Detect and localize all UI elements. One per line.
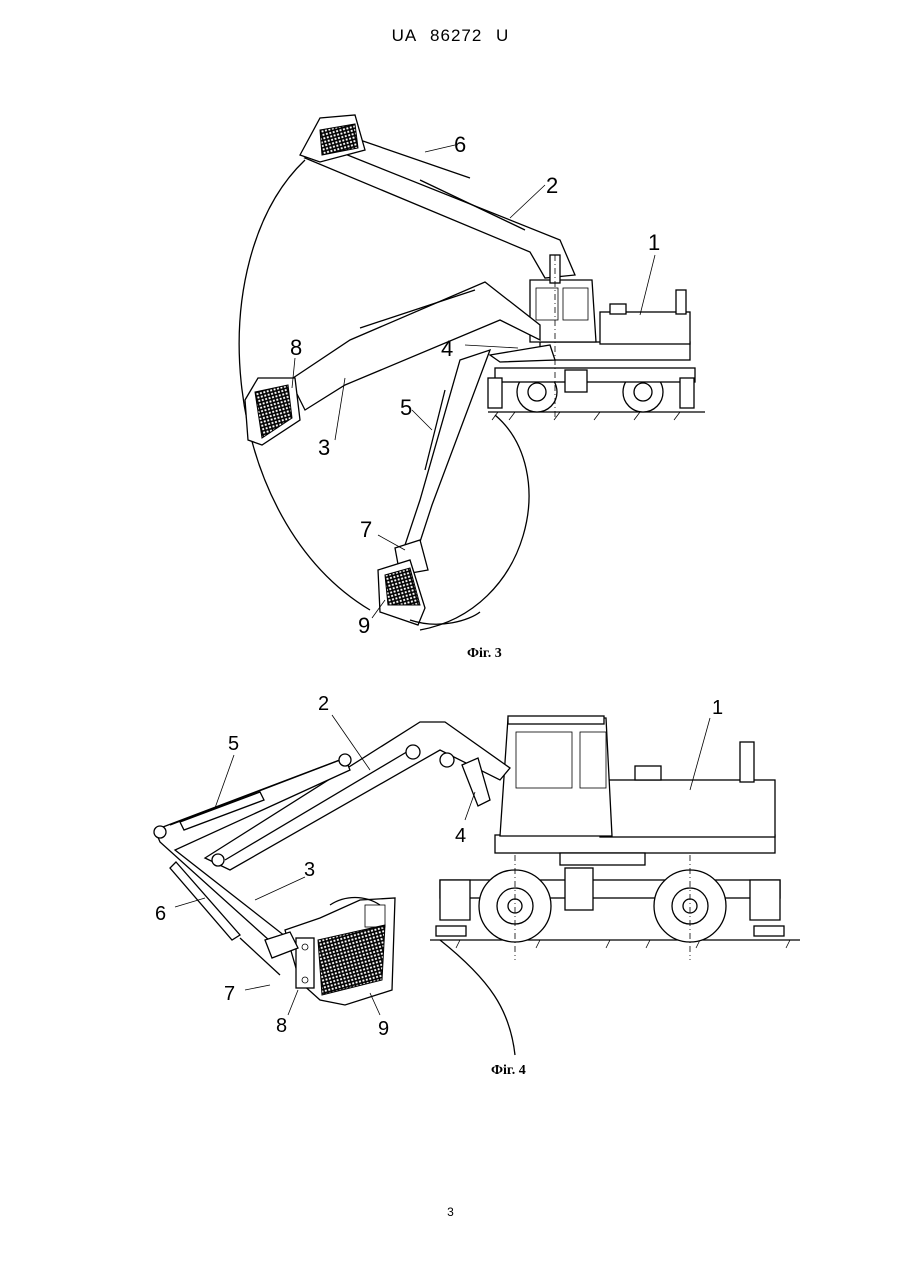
fig4-label-5: 5 [228, 733, 239, 755]
figure-4-caption: Фіг. 4 [491, 1063, 526, 1079]
fig4-label-1: 1 [712, 697, 723, 719]
fig4-label-7: 7 [224, 983, 235, 1005]
fig4-label-4: 4 [455, 825, 466, 847]
fig4-label-3: 3 [304, 859, 315, 881]
fig4-label-8: 8 [276, 1015, 287, 1037]
figure-4-drawing: 1 2 3 4 5 6 7 8 9 [0, 0, 901, 1100]
fig4-label-2: 2 [318, 693, 329, 715]
fig4-label-6: 6 [155, 903, 166, 925]
fig4-label-9: 9 [378, 1018, 389, 1040]
page-number: 3 [0, 1205, 901, 1219]
